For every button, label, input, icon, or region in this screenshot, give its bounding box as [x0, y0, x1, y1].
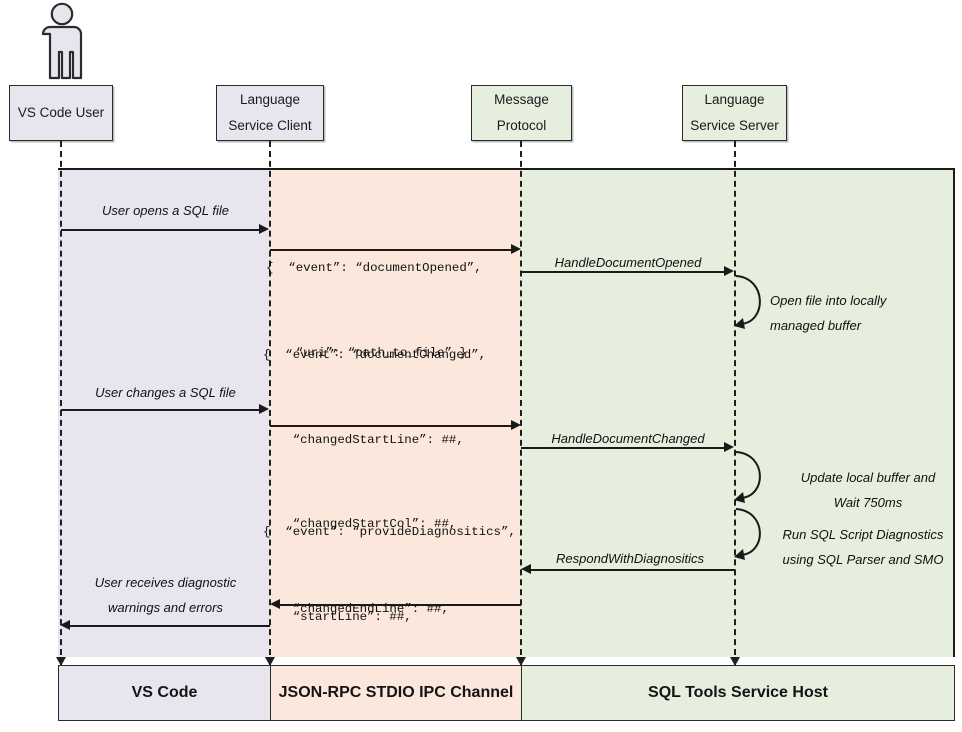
message-line-handle-document-changed: [521, 447, 726, 449]
message-label-handle-document-changed: HandleDocumentChanged: [551, 431, 705, 446]
participant-label-line1: Message: [494, 92, 549, 108]
transfer-line-diagnostics-to-client: [279, 604, 521, 606]
transfer-line-document-opened: [270, 249, 513, 251]
lane-band-right-edge: [953, 168, 955, 657]
participant-label-line2: Protocol: [496, 118, 547, 133]
payload-document-opened: { “event”: “documentOpened”, “uri”: “pat…: [266, 261, 482, 360]
lifeline-end-arrow-language-service-client: [265, 657, 275, 666]
message-arrowhead-user-receives-diagnostics: [60, 620, 70, 630]
lifeline-end-arrow-language-service-server: [730, 657, 740, 666]
participant-box-vs-code-user[interactable]: VS Code User: [9, 85, 113, 141]
footer-band-vs-code[interactable]: VS Code: [58, 665, 271, 721]
footer-label: VS Code: [131, 684, 198, 701]
participant-label-line1: Language: [239, 92, 301, 108]
footer-band-host[interactable]: SQL Tools Service Host: [521, 665, 955, 721]
note-open-file-into-buffer: Open file into locally managed buffer: [770, 293, 887, 334]
vs-code-user-actor: [31, 2, 93, 80]
lifeline-language-service-server: [734, 141, 736, 665]
participant-label-line2: Service Server: [690, 118, 779, 133]
message-arrowhead-user-opens-sql-file: [259, 224, 269, 234]
lane-band-top-rule: [58, 168, 955, 170]
lane-band-ipc: [270, 170, 521, 657]
message-line-user-opens-sql-file: [61, 229, 261, 231]
message-line-user-changes-sql-file: [61, 409, 261, 411]
footer-band-ipc[interactable]: JSON-RPC STDIO IPC Channel: [270, 665, 522, 721]
lifeline-language-service-client: [269, 141, 271, 665]
self-loop-update-buffer: [733, 448, 777, 506]
self-loop-open-file: [733, 272, 777, 332]
participant-box-language-service-server[interactable]: Language Service Server: [682, 85, 787, 141]
message-line-respond-with-diagnositics: [530, 569, 735, 571]
participant-label-line1: Language: [704, 92, 765, 108]
message-arrowhead-handle-document-changed: [724, 442, 734, 452]
lane-band-host: [521, 170, 955, 657]
lifeline-end-arrow-vs-code-user: [56, 657, 66, 666]
note-update-buffer-wait: Update local buffer and Wait 750ms: [800, 470, 936, 511]
message-label-respond-with-diagnositics: RespondWithDiagnositics: [555, 551, 704, 566]
lifeline-end-arrow-message-protocol: [516, 657, 526, 666]
message-label-user-changes-sql-file: User changes a SQL file: [95, 385, 236, 400]
footer-label: SQL Tools Service Host: [648, 684, 828, 701]
transfer-line-document-changed: [270, 425, 513, 427]
transfer-arrowhead-document-opened: [511, 244, 521, 254]
participant-label-line1: VS Code User: [17, 105, 105, 121]
participant-label-line2: Service Client: [228, 118, 312, 133]
message-arrowhead-respond-with-diagnositics: [521, 564, 531, 574]
lane-band-vs-code: [58, 170, 270, 657]
message-line-handle-document-opened: [521, 271, 726, 273]
footer-label: JSON-RPC STDIO IPC Channel: [278, 684, 514, 701]
transfer-arrowhead-diagnostics-to-client: [270, 599, 280, 609]
self-loop-run-diagnostics: [733, 505, 777, 563]
participant-box-message-protocol[interactable]: Message Protocol: [471, 85, 572, 141]
transfer-arrowhead-document-changed: [511, 420, 521, 430]
message-label-handle-document-opened: HandleDocumentOpened: [554, 255, 702, 270]
message-label-user-receives-diagnostics: User receives diagnostic warnings and er…: [94, 575, 237, 616]
lifeline-message-protocol: [520, 141, 522, 665]
lifeline-vs-code-user: [60, 141, 62, 665]
person-icon: [41, 2, 83, 80]
note-run-sql-script-diagnostics: Run SQL Script Diagnostics using SQL Par…: [782, 527, 944, 568]
message-arrowhead-handle-document-opened: [724, 266, 734, 276]
participant-box-language-service-client[interactable]: Language Service Client: [216, 85, 324, 141]
message-line-user-receives-diagnostics: [69, 625, 270, 627]
message-label-user-opens-sql-file: User opens a SQL file: [102, 203, 229, 218]
message-arrowhead-user-changes-sql-file: [259, 404, 269, 414]
